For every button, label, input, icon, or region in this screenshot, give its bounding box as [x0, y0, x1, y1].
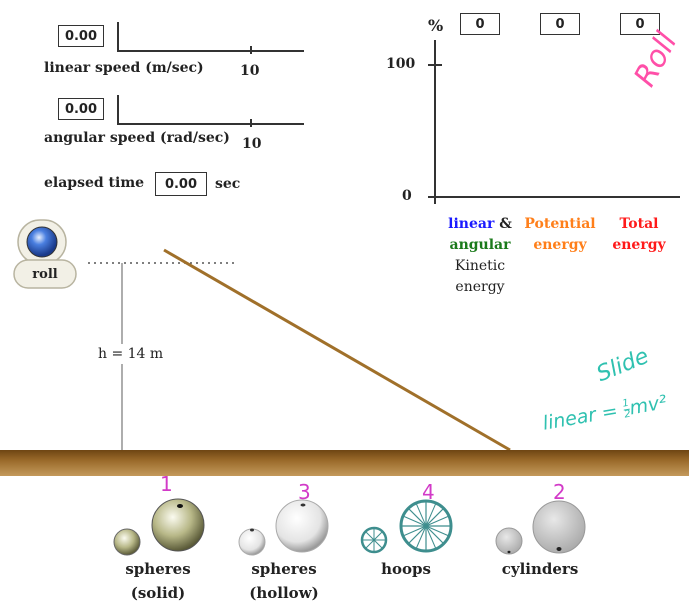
solid-spheres-label: spheres (solid) [108, 557, 208, 605]
angular-speed-label: angular speed (rad/sec) [44, 130, 230, 146]
energy-percent-label: % [428, 16, 444, 35]
potential-energy-value: 0 [540, 13, 580, 35]
objects-tray [113, 498, 586, 556]
hoops-label: hoops [366, 557, 446, 581]
angular-speed-axis [117, 123, 304, 125]
linear-speed-axis [117, 50, 304, 52]
hollow-spheres[interactable] [238, 499, 329, 556]
solid-spheres-sub: (solid) [130, 584, 186, 602]
rank-solid-spheres: 1 [160, 472, 173, 496]
hollow-spheres-sub: (hollow) [249, 584, 319, 602]
linear-speed-tick-mark [250, 46, 252, 54]
hollow-spheres-label: spheres (hollow) [234, 557, 334, 605]
linear-word: linear [448, 216, 495, 232]
ball-icon [13, 219, 77, 289]
kinetic-word: Kinetic [454, 258, 506, 274]
angular-speed-tick-mark [250, 119, 252, 127]
cylinders-name: cylinders [501, 560, 579, 578]
linear-energy-value: 0 [460, 13, 500, 35]
solid-spheres[interactable] [113, 498, 205, 556]
hoops-name: hoops [381, 560, 431, 578]
kinetic-energy-label: linear & angular Kinetic energy [444, 214, 516, 298]
elapsed-time-unit: sec [215, 176, 241, 192]
kinetic-energy-word: energy [455, 279, 505, 295]
solid-spheres-name: spheres [125, 560, 191, 578]
total-word: Total [619, 216, 659, 232]
angular-word: angular [449, 237, 511, 253]
height-label: h = 14 m [96, 344, 166, 364]
total-energy-value: 0 [620, 13, 660, 35]
rank-cylinders: 2 [553, 480, 566, 504]
potential-energy-word: energy [533, 237, 587, 253]
elapsed-time-label: elapsed time [44, 175, 145, 191]
energy-chart-baseline [428, 196, 680, 198]
total-energy-label: Total energy [606, 214, 672, 256]
ground [0, 450, 689, 476]
hollow-spheres-name: spheres [251, 560, 317, 578]
angular-speed-tick-label: 10 [242, 136, 262, 152]
rank-hollow-spheres: 3 [298, 480, 311, 504]
rank-hoops: 4 [422, 480, 435, 504]
angular-speed-axis-start [117, 95, 119, 125]
energy-100-tick [428, 64, 442, 66]
total-energy-word: energy [612, 237, 666, 253]
roll-button-label: roll [32, 267, 58, 282]
roll-button[interactable]: roll [12, 218, 78, 292]
energy-y-100-label: 100 [386, 56, 416, 72]
angular-speed-value: 0.00 [58, 98, 104, 120]
energy-y-0-label: 0 [402, 188, 412, 204]
energy-chart-y-axis [434, 40, 436, 204]
ampersand: & [499, 216, 512, 232]
roll-annotation: Roll [627, 26, 685, 93]
cylinders[interactable] [495, 500, 586, 555]
elapsed-time-value: 0.00 [155, 172, 207, 196]
linear-speed-value: 0.00 [58, 25, 104, 47]
hoops[interactable] [360, 499, 453, 554]
linear-speed-tick-label: 10 [240, 63, 260, 79]
potential-word: Potential [524, 216, 596, 232]
cylinders-label: cylinders [490, 557, 590, 581]
linear-speed-axis-start [117, 22, 119, 52]
ramp [163, 248, 511, 452]
linear-speed-label: linear speed (m/sec) [44, 60, 204, 76]
potential-energy-label: Potential energy [520, 214, 600, 256]
